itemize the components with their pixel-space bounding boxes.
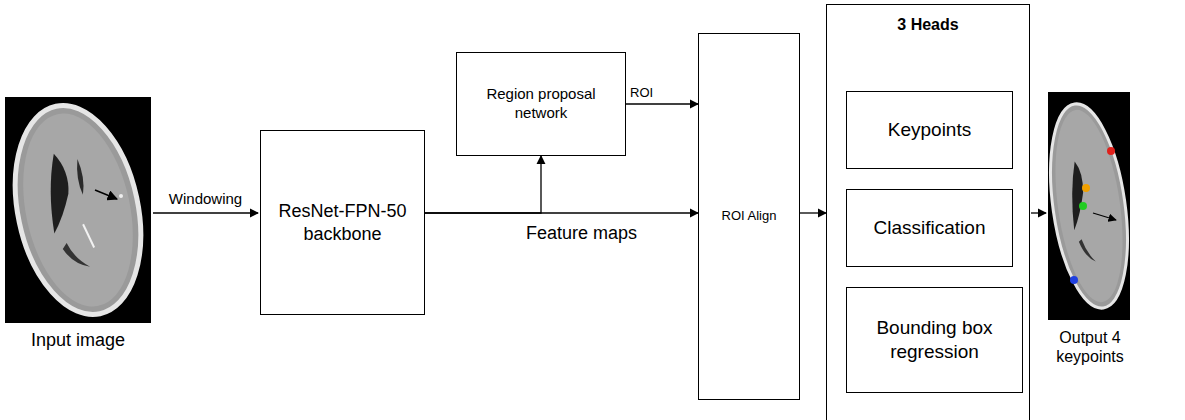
keypoint-dot (1079, 202, 1087, 210)
group-box: 3 HeadsKeypointsClassificationBounding b… (826, 4, 1030, 420)
process-box: Region proposal network (456, 52, 626, 156)
connector-arrow (425, 212, 698, 213)
head-box: Keypoints (846, 91, 1013, 169)
group-heading: 3 Heads (827, 5, 1029, 35)
connector-arrow (425, 156, 541, 213)
step-label: Windowing (153, 190, 258, 208)
backbone-box: ResNet-FPN-50 backbone (260, 130, 425, 315)
edge-label: Feature maps (526, 223, 637, 245)
process-box: ROI Align (698, 33, 800, 400)
keypoint-dot (1070, 276, 1078, 284)
connector-arrow (626, 103, 698, 104)
output-ct-image (1039, 92, 1139, 320)
box-label: Region proposal network (457, 85, 625, 123)
head-box: Bounding box regression (846, 287, 1023, 393)
input-arrow (153, 212, 258, 213)
box-label: Keypoints (882, 118, 977, 142)
box-label: ROI Align (716, 208, 783, 224)
head-box: Classification (846, 189, 1013, 267)
keypoint-dot (1107, 147, 1115, 155)
image-caption: Output 4 keypoints (1040, 328, 1140, 366)
box-label: Classification (868, 216, 992, 240)
box-label: Bounding box regression (847, 316, 1022, 364)
edge-label: ROI (630, 85, 653, 101)
output-arrow (1031, 212, 1046, 213)
box-label: ResNet-FPN-50 backbone (261, 200, 424, 245)
keypoint-dot (1082, 184, 1090, 192)
image-caption: Input image (5, 330, 151, 352)
input-ct-image (0, 94, 159, 326)
connector-arrow (800, 212, 826, 213)
